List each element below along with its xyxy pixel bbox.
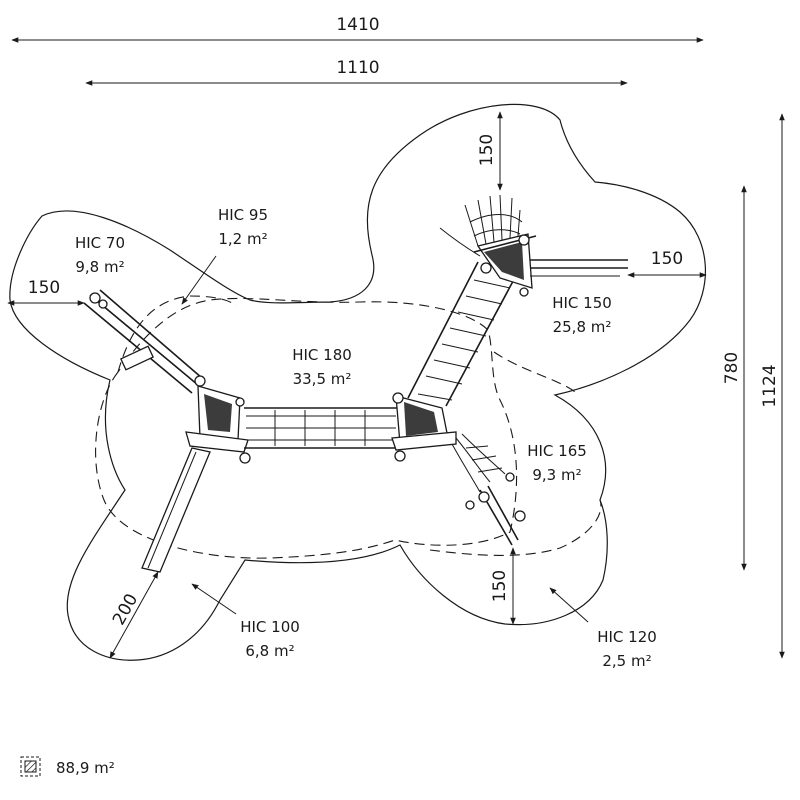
zone-label-hic-180: HIC 180	[292, 346, 352, 364]
hic-120-leader	[549, 587, 589, 623]
hic-180-boundary	[95, 297, 518, 559]
impact-areas	[95, 295, 602, 559]
net-climber	[451, 433, 526, 546]
zone-area-hic-120: 2,5 m²	[602, 652, 651, 670]
hic-120-boundary	[429, 499, 602, 556]
zone-label-hic-70: HIC 70	[75, 234, 125, 252]
right-poles	[530, 259, 628, 277]
dim-total-width: 1410	[336, 15, 379, 35]
hic-100-leader	[191, 583, 237, 615]
dim-left-clearance: 150	[28, 278, 60, 298]
zone-area-hic-165: 9,3 m²	[532, 466, 581, 484]
dim-inner-height: 780	[722, 352, 742, 384]
slide	[141, 447, 211, 573]
zone-labels: HIC 70 9,8 m² HIC 95 1,2 m² HIC 180 33,5…	[75, 206, 657, 670]
legend: 88,9 m²	[20, 756, 115, 777]
top-right-tower	[473, 233, 537, 297]
climbing-net-top	[439, 194, 523, 257]
dimension-lines: 1410 1110 1124 780 150 150 150 150 200	[7, 15, 785, 659]
safety-zone-outline	[9, 103, 706, 661]
ladder-bridge	[407, 261, 519, 407]
leader-lines	[181, 255, 589, 623]
zone-area-hic-70: 9,8 m²	[75, 258, 124, 276]
zone-area-hic-100: 6,8 m²	[245, 642, 294, 660]
hic-150-boundary	[493, 351, 576, 393]
legend-total-area: 88,9 m²	[56, 759, 115, 777]
zone-area-hic-180: 33,5 m²	[293, 370, 352, 388]
zone-label-hic-95: HIC 95	[218, 206, 268, 224]
zone-label-hic-150: HIC 150	[552, 294, 612, 312]
dim-bottom-clearance: 150	[490, 570, 510, 602]
zone-label-hic-165: HIC 165	[527, 442, 587, 460]
log-climber	[83, 289, 203, 394]
dim-inner-width: 1110	[336, 58, 379, 78]
zone-area-hic-95: 1,2 m²	[218, 230, 267, 248]
dim-right-clearance: 150	[651, 249, 683, 269]
playground-equipment	[83, 194, 628, 573]
zone-area-hic-150: 25,8 m²	[553, 318, 612, 336]
zone-label-hic-120: HIC 120	[597, 628, 657, 646]
zone-label-hic-100: HIC 100	[240, 618, 300, 636]
dim-top-clearance: 150	[477, 134, 497, 166]
dim-total-height: 1124	[760, 364, 780, 407]
hatched-area-icon	[20, 756, 41, 777]
center-tower	[391, 392, 457, 462]
hic-95-boundary	[117, 295, 237, 373]
dim-line-slide-clearance	[109, 571, 159, 659]
log-bridge	[244, 407, 398, 449]
hic-95-leader	[181, 255, 217, 305]
left-tower	[185, 375, 251, 464]
